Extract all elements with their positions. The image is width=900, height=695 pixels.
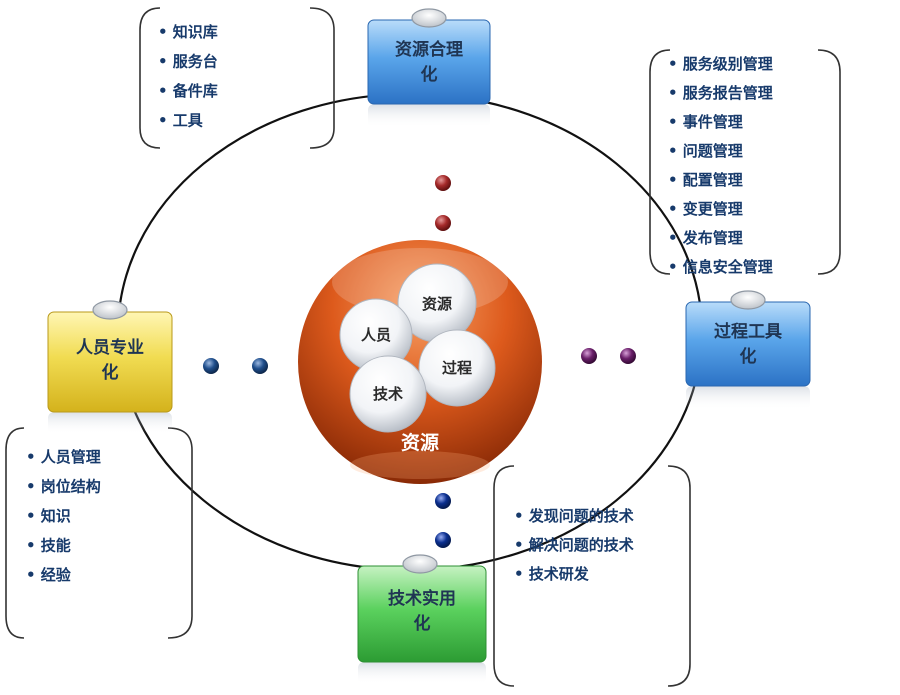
bubble-process-label: 过程 <box>442 359 472 377</box>
bubble-resource: 资源 <box>397 263 477 343</box>
process-list-item: • 事件管理 <box>668 113 743 131</box>
node-personnel-professionalization: 人员专业 化 <box>47 300 173 434</box>
process-list-item: • 变更管理 <box>668 200 743 218</box>
technology-list: • 发现问题的技术 • 解决问题的技术 • 技术研发 <box>514 507 634 583</box>
bubble-process: 过程 <box>418 329 496 407</box>
node-personnel-line-2: 化 <box>102 362 119 383</box>
dot-bottom-2 <box>435 532 451 548</box>
process-list-item: • 服务报告管理 <box>668 84 773 102</box>
process-list-bracket-right <box>817 49 841 275</box>
technology-list-item: • 技术研发 <box>514 565 590 583</box>
process-list-item: • 服务级别管理 <box>668 55 773 73</box>
personnel-list-item: • 技能 <box>26 537 71 555</box>
node-process-line-1: 过程工具 <box>714 322 782 342</box>
resource-list-item: • 服务台 <box>158 53 218 71</box>
center-label: 资源 <box>401 431 439 454</box>
process-list-item: • 发布管理 <box>668 229 743 247</box>
process-list-item: • 问题管理 <box>668 142 743 160</box>
dot-left-1 <box>203 358 219 374</box>
technology-list-bracket-right <box>667 465 691 687</box>
resource-list-item: • 知识库 <box>158 23 218 41</box>
personnel-list-item: • 岗位结构 <box>26 478 101 496</box>
dot-top-2 <box>435 215 451 231</box>
node-resource-line-1: 资源合理 <box>395 39 463 60</box>
technology-list-item: • 解决问题的技术 <box>514 536 634 554</box>
node-process-tooling: 过程工具 化 <box>685 290 811 410</box>
process-list-bracket <box>649 49 671 275</box>
resource-list-item: • 备件库 <box>158 82 218 100</box>
node-technology-practicality: 技术实用 化 <box>357 554 487 684</box>
bubble-technology: 技术 <box>349 355 427 433</box>
personnel-list-bracket-right <box>167 427 193 639</box>
node-technology-line-2: 化 <box>414 613 431 634</box>
dot-right-1 <box>581 348 597 364</box>
resource-list: • 知识库 • 服务台 • 备件库 • 工具 <box>158 23 218 130</box>
process-list-item: • 信息安全管理 <box>668 258 773 276</box>
bubble-technology-label: 技术 <box>373 385 403 403</box>
dot-right-2 <box>620 348 636 364</box>
technology-list-bracket <box>493 465 515 687</box>
personnel-list-item: • 经验 <box>26 566 72 584</box>
resource-list-bracket <box>139 7 161 149</box>
personnel-list-item: • 人员管理 <box>26 448 101 466</box>
dot-top-1 <box>435 175 451 191</box>
resource-list-item: • 工具 <box>158 112 203 130</box>
bubble-personnel-label: 人员 <box>361 326 391 344</box>
personnel-list: • 人员管理 • 岗位结构 • 知识 • 技能 • 经验 <box>26 448 101 584</box>
resource-list-bracket-right <box>309 7 335 149</box>
process-list: • 服务级别管理 • 服务报告管理 • 事件管理 • 问题管理 • 配置管理 • 变更管理… <box>668 55 773 276</box>
technology-list-item: • 发现问题的技术 <box>514 507 634 525</box>
node-resource-rationalization: 资源合理 化 <box>367 8 491 128</box>
node-process-line-2: 化 <box>740 346 757 367</box>
personnel-list-bracket <box>5 427 25 639</box>
node-personnel-line-1: 人员专业 <box>76 337 144 358</box>
process-list-item: • 配置管理 <box>668 171 743 189</box>
bubble-resource-label: 资源 <box>422 295 452 313</box>
node-technology-line-1: 技术实用 <box>388 588 456 609</box>
dot-left-2 <box>252 358 268 374</box>
personnel-list-item: • 知识 <box>26 507 71 525</box>
node-resource-line-2: 化 <box>421 64 438 85</box>
dot-bottom-1 <box>435 493 451 509</box>
